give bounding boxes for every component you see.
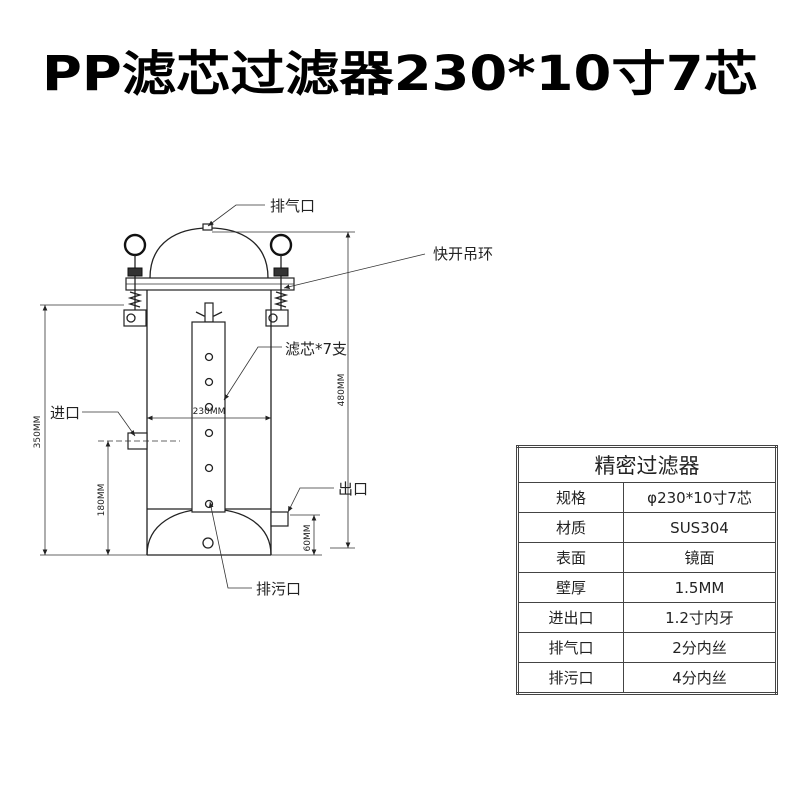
tube-hole	[204, 377, 214, 387]
dim-text-body-height: 350MM	[33, 416, 43, 449]
spec-label: 排气口	[517, 632, 624, 663]
label-lifting-ring: 快开吊环	[433, 245, 493, 263]
label-outlet: 出口	[338, 480, 368, 498]
left-spring	[127, 291, 143, 308]
spec-value: φ230*10寸7芯	[623, 482, 777, 513]
leader-lifting-ring	[283, 253, 426, 290]
leader-vent	[207, 204, 265, 227]
left-bracket-pin	[126, 313, 136, 323]
spec-value: 镜面	[623, 542, 777, 573]
tube-hole	[204, 402, 214, 412]
page-title: PP滤芯过滤器230*10寸7芯	[42, 46, 758, 102]
spec-value: SUS304	[623, 512, 777, 543]
label-inlet: 进口	[50, 404, 80, 422]
vent-pipe	[202, 223, 213, 231]
spec-table: 精密过滤器 规格 φ230*10寸7芯 材质 SUS304 表面 镜面 壁厚 1…	[516, 445, 778, 695]
spec-row: 材质 SUS304	[517, 512, 777, 543]
spec-label: 排污口	[517, 662, 624, 694]
spec-row: 进出口 1.2寸内牙	[517, 602, 777, 633]
spec-value: 2分内丝	[623, 632, 777, 663]
spec-header-row: 精密过滤器	[517, 446, 777, 483]
dim-text-inlet-height: 180MM	[97, 484, 107, 517]
right-eyebolt-nut	[273, 267, 289, 277]
spec-row: 壁厚 1.5MM	[517, 572, 777, 603]
spec-label: 规格	[517, 482, 624, 513]
dim-text-total-height: 480MM	[337, 374, 347, 407]
dim-text-outlet-height: 60MM	[303, 525, 313, 552]
spec-label: 进出口	[517, 602, 624, 633]
drain-port	[202, 537, 214, 549]
spec-row: 规格 φ230*10寸7芯	[517, 482, 777, 513]
lid-dome	[149, 227, 269, 279]
tube-hole	[204, 463, 214, 473]
spec-label: 表面	[517, 542, 624, 573]
right-eyebolt-ring	[269, 233, 293, 257]
cartridge-tube	[191, 321, 226, 513]
outlet-pipe	[270, 511, 289, 527]
leader-cartridge	[223, 346, 282, 401]
leader-inlet	[82, 411, 136, 437]
spec-label: 材质	[517, 512, 624, 543]
tie-rod	[204, 302, 214, 323]
tube-hole	[204, 352, 214, 362]
label-cartridge: 滤芯*7支	[285, 340, 347, 358]
left-eyebolt-nut	[127, 267, 143, 277]
right-bracket-pin	[268, 313, 278, 323]
spec-row: 排气口 2分内丝	[517, 632, 777, 663]
spec-value: 1.2寸内牙	[623, 602, 777, 633]
spec-value: 4分内丝	[623, 662, 777, 694]
label-vent: 排气口	[270, 197, 315, 215]
spec-value: 1.5MM	[623, 572, 777, 603]
right-spring	[273, 291, 289, 308]
spec-label: 壁厚	[517, 572, 624, 603]
tube-hole	[204, 428, 214, 438]
spec-row: 表面 镜面	[517, 542, 777, 573]
leader-outlet	[287, 487, 334, 513]
spec-header: 精密过滤器	[517, 446, 777, 483]
left-eyebolt-ring	[123, 233, 147, 257]
label-drain: 排污口	[256, 580, 301, 598]
leader-drain	[208, 501, 252, 589]
spec-row: 排污口 4分内丝	[517, 662, 777, 694]
dim-text-diameter: 230MM	[193, 407, 226, 417]
